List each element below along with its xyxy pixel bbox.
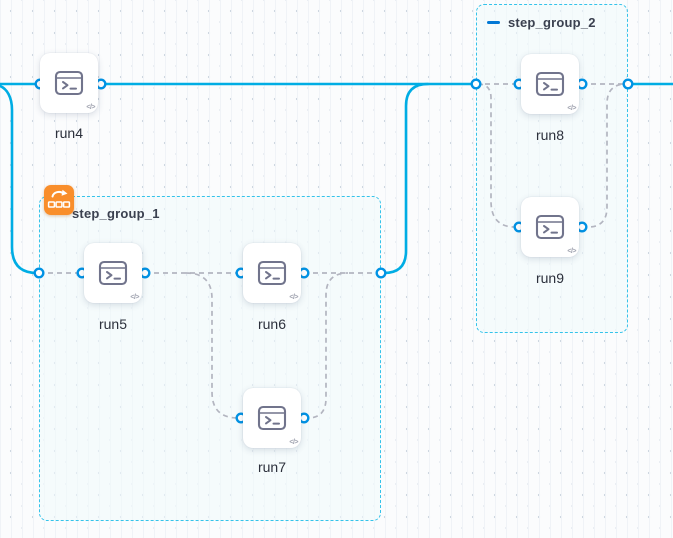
code-icon: </> xyxy=(567,248,576,255)
code-icon: </> xyxy=(289,294,298,301)
node-run6-label: run6 xyxy=(257,316,287,332)
edge-group1-group2 xyxy=(379,82,430,275)
node-run7[interactable]: </> xyxy=(243,388,301,448)
terminal-icon xyxy=(257,260,287,286)
edge-run5-run7 xyxy=(185,272,241,419)
edge-run9-g2out xyxy=(582,83,627,228)
port-group2-out[interactable] xyxy=(622,78,634,90)
looping-strategy-icon[interactable] xyxy=(44,185,74,215)
node-run7-label: run7 xyxy=(257,459,287,475)
code-icon: </> xyxy=(130,294,139,301)
terminal-icon xyxy=(54,70,84,96)
node-run9-label: run9 xyxy=(535,270,565,286)
terminal-icon xyxy=(535,214,565,240)
node-run4[interactable]: </> xyxy=(40,53,98,113)
node-run4-label: run4 xyxy=(54,125,84,141)
code-icon: </> xyxy=(86,104,95,111)
node-run8[interactable]: </> xyxy=(521,54,579,114)
port-group1-in[interactable] xyxy=(33,267,45,279)
collapse-minus-icon[interactable] xyxy=(487,21,500,24)
node-run6[interactable]: </> xyxy=(243,243,301,303)
port-group2-in[interactable] xyxy=(470,78,482,90)
step-group-1-label: step_group_1 xyxy=(72,206,160,221)
code-icon: </> xyxy=(289,439,298,446)
edge-start-group1 xyxy=(0,84,41,275)
edge-g2in-run9 xyxy=(477,83,519,228)
terminal-icon xyxy=(535,71,565,97)
loop-arrow-boxes-glyph xyxy=(47,189,71,208)
node-run8-label: run8 xyxy=(535,127,565,143)
terminal-icon xyxy=(98,260,128,286)
terminal-icon xyxy=(257,405,287,431)
node-run5[interactable]: </> xyxy=(84,243,142,303)
node-run9[interactable]: </> xyxy=(521,197,579,257)
code-icon: </> xyxy=(567,105,576,112)
port-group1-out[interactable] xyxy=(375,267,387,279)
step-group-2-header[interactable]: step_group_2 xyxy=(487,15,596,30)
step-group-2-label: step_group_2 xyxy=(508,15,596,30)
edge-run7-g1out xyxy=(304,272,349,419)
node-run5-label: run5 xyxy=(98,316,128,332)
